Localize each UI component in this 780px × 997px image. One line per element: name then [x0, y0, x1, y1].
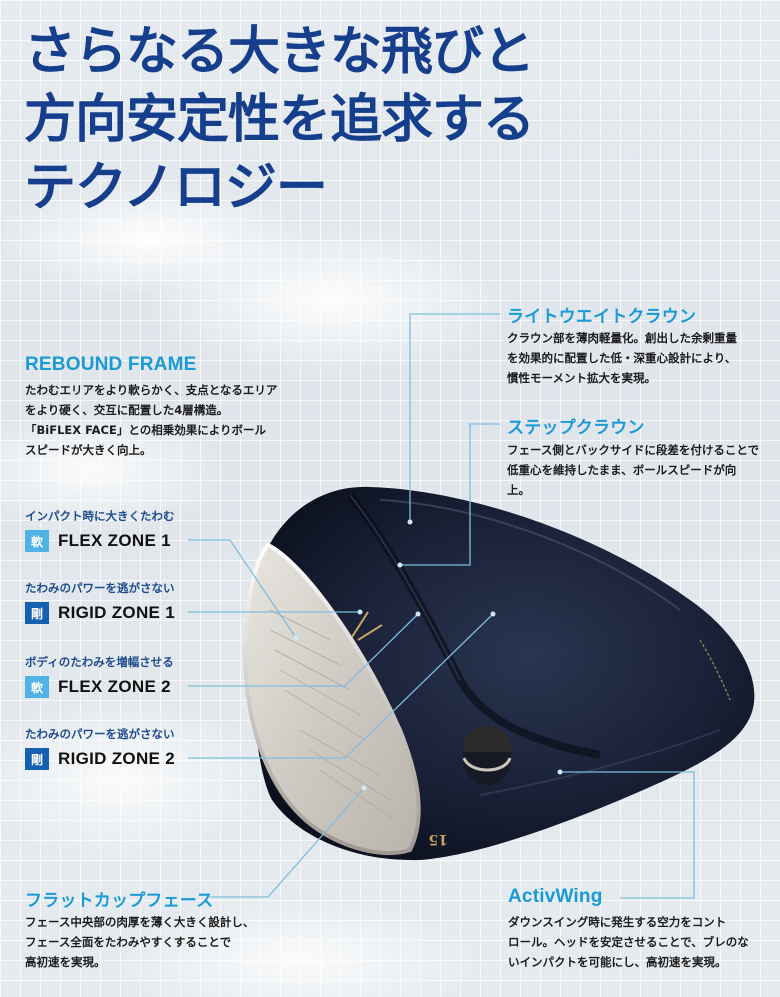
step-crown-description: フェース側とバックサイドに段差を付けることで 低重心を維持したまま、ボールスピー… [507, 440, 759, 500]
rigid-badge: 剛 [25, 602, 49, 624]
soft-badge: 軟 [25, 530, 49, 552]
text-line: 上。 [507, 483, 530, 497]
rigid-zone-1-label: RIGID ZONE 1 [58, 603, 175, 622]
soft-badge: 軟 [25, 676, 49, 698]
flex-zone-2: 軟 FLEX ZONE 2 [25, 676, 171, 698]
text-line: たわむエリアをより軟らかく、支点となるエリア [25, 383, 278, 397]
text-line: ダウンスイング時に発生する空力をコント [508, 915, 727, 929]
loft-marking: 15 [429, 831, 448, 847]
title-line-2: 方向安定性を追求する [24, 90, 535, 150]
text-line: 「BiFLEX FACE」との相乗効果によりボール [25, 423, 267, 437]
flex-zone-1-caption: インパクト時に大きくたわむ [25, 509, 175, 523]
text-line: いインパクトを可能にし、高初速を実現。 [508, 955, 727, 969]
activwing-description: ダウンスイング時に発生する空力をコント ロール。ヘッドを安定させることで、ブレの… [508, 912, 749, 972]
text-line: 慣性モーメント拡大を実現。 [507, 371, 657, 385]
flex-zone-1-label: FLEX ZONE 1 [58, 531, 171, 550]
text-line: ロール。ヘッドを安定させることで、ブレのな [508, 935, 749, 949]
callout-connectors [188, 313, 695, 899]
rigid-zone-1-caption: たわみのパワーを逃がさない [25, 581, 175, 595]
rebound-frame-heading: REBOUND FRAME [25, 354, 197, 375]
text-line: をより硬く、交互に配置した4層構造。 [25, 403, 229, 417]
text-line: スピードが大きく向上。 [25, 443, 152, 457]
rigid-zone-2-label: RIGID ZONE 2 [58, 749, 175, 768]
text-line: を効果的に配置した低・深重心設計により、 [507, 351, 737, 365]
page-title: さらなる大きな飛びと 方向安定性を追求する テクノロジー [24, 18, 535, 222]
callout-dots [293, 519, 563, 791]
text-line: 低重心を維持したまま、ボールスピードが向 [507, 463, 737, 477]
light-crown-description: クラウン部を薄肉軽量化。創出した余剰重量 を効果的に配置した低・深重心設計により… [507, 328, 737, 388]
flat-cup-face-description: フェース中央部の肉厚を薄く大きく設計し、 フェース全面をたわみやすくすることで … [25, 912, 254, 972]
text-line: 高初速を実現。 [25, 955, 106, 969]
flex-zone-2-caption: ボディのたわみを増幅させる [25, 655, 174, 669]
text-line: フェース側とバックサイドに段差を付けることで [507, 443, 760, 457]
flex-zone-2-label: FLEX ZONE 2 [58, 677, 171, 696]
flat-cup-face-heading: フラットカップフェース [25, 891, 214, 911]
title-line-1: さらなる大きな飛びと [24, 22, 535, 82]
step-crown-heading: ステップクラウン [507, 418, 645, 438]
rigid-zone-2: 剛 RIGID ZONE 2 [25, 748, 175, 770]
activwing-heading: ActivWing [508, 886, 603, 907]
text-line: クラウン部を薄肉軽量化。創出した余剰重量 [507, 331, 737, 345]
rebound-frame-description: たわむエリアをより軟らかく、支点となるエリア をより硬く、交互に配置した4層構造… [25, 380, 277, 460]
light-crown-heading: ライトウエイトクラウン [507, 307, 697, 327]
rigid-badge: 剛 [25, 748, 49, 770]
text-line: フェース全面をたわみやすくすることで [25, 935, 232, 949]
title-line-3: テクノロジー [24, 158, 328, 218]
flex-zone-1: 軟 FLEX ZONE 1 [25, 530, 171, 552]
text-line: フェース中央部の肉厚を薄く大きく設計し、 [25, 915, 255, 929]
rigid-zone-1: 剛 RIGID ZONE 1 [25, 602, 175, 624]
rigid-zone-2-caption: たわみのパワーを逃がさない [25, 727, 175, 741]
logo-mark [351, 611, 383, 641]
